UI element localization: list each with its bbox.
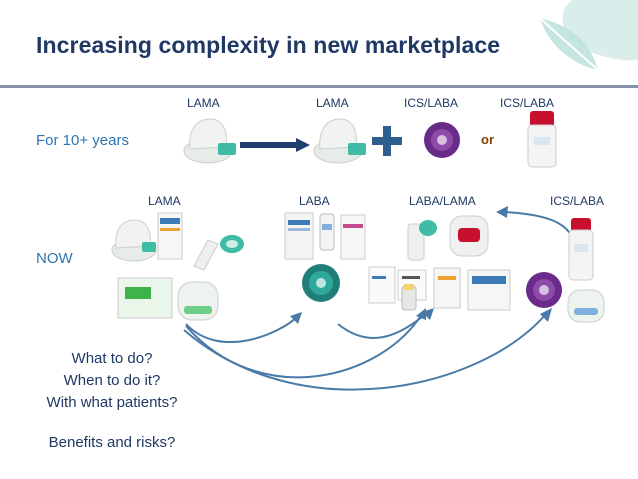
diskus-inhaler-icon [424, 122, 460, 158]
questions-block: What to do? When to do it? With what pat… [14, 348, 210, 454]
or-label: or [481, 132, 494, 147]
pmdi-inhaler-icon [568, 218, 594, 281]
question-4: Benefits and risks? [48, 434, 176, 451]
arrow-right-icon [240, 138, 310, 152]
medication-box-icon [467, 269, 511, 311]
handihaler-inhaler-icon [313, 118, 366, 164]
slide-title: Increasing complexity in new marketplace [36, 32, 501, 58]
pmdi-inhaler-icon [319, 213, 335, 251]
past-col-label-4: ICS/LABA [500, 96, 555, 110]
breezhaler-inhaler-icon [407, 220, 437, 261]
medication-box-icon [157, 212, 183, 260]
now-col-label-2: LABA [299, 194, 330, 208]
breezhaler-inhaler-icon [193, 235, 244, 270]
medication-box-icon [284, 212, 314, 260]
past-col-label-1: LAMA [187, 96, 220, 110]
breezhaler-inhaler-icon [401, 284, 417, 311]
medication-box-icon [117, 277, 173, 319]
handihaler-inhaler-icon [111, 219, 157, 262]
question-2: When to do it? [63, 372, 161, 389]
transition-arrows [183, 308, 552, 391]
now-col-label-1: LAMA [148, 194, 181, 208]
medication-box-icon [433, 267, 461, 309]
plus-icon [372, 126, 402, 156]
past-col-label-2: LAMA [316, 96, 349, 110]
now-col-label-3: LABA/LAMA [409, 194, 476, 208]
title-divider [0, 85, 638, 88]
now-col-label-4: ICS/LABA [550, 194, 605, 208]
past-row-label: For 10+ years [36, 132, 129, 149]
now-row-label: NOW [36, 250, 73, 267]
past-col-label-3: ICS/LABA [404, 96, 459, 110]
question-3: With what patients? [46, 394, 178, 411]
genuair-inhaler-icon [449, 215, 489, 257]
ellipta-inhaler-icon [177, 281, 219, 321]
pmdi-inhaler-icon [527, 111, 557, 168]
breezhaler-inhaler-icon [302, 264, 340, 302]
ellipta-inhaler-icon [567, 289, 605, 323]
handihaler-inhaler-icon [183, 118, 236, 164]
medication-box-icon [340, 214, 366, 260]
question-1: What to do? [71, 350, 153, 367]
diskus-inhaler-icon [526, 272, 562, 308]
leaf-decoration-icon [539, 0, 638, 71]
